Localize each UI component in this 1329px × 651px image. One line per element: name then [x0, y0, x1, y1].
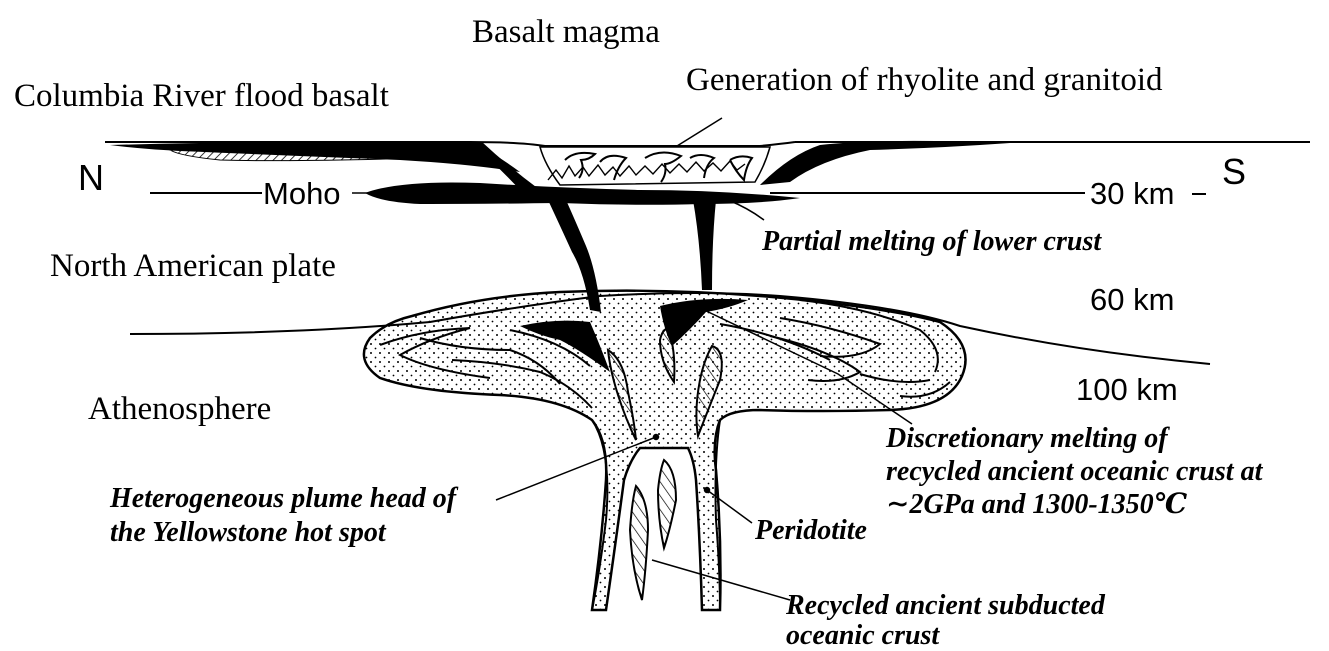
basalt-magma-label: Basalt magma [472, 16, 660, 49]
plume-head-line1: Heterogeneous plume head of [110, 485, 456, 513]
depth-60-label: 60 km [1090, 284, 1174, 315]
surface-line-mid [470, 142, 795, 146]
rhyolite-label: Generation of rhyolite and granitoid [686, 64, 1163, 97]
south-label: S [1222, 154, 1246, 190]
moho-label: Moho [263, 178, 341, 209]
partial-melting-label: Partial melting of lower crust [762, 228, 1101, 256]
granitoid-texture [548, 161, 745, 180]
north-label: N [78, 160, 104, 196]
peridotite-label: Peridotite [755, 517, 867, 545]
discretionary-melting-line1: Discretionary melting of [886, 425, 1168, 453]
discretionary-melting-line2: recycled ancient oceanic crust at [886, 458, 1262, 486]
columbia-river-label: Columbia River flood basalt [14, 80, 389, 113]
north-american-plate-label: North American plate [50, 250, 336, 283]
underplating-lens [365, 182, 800, 204]
recycled-crust-line1: Recycled ancient subducted [786, 592, 1105, 620]
depth-100-label: 100 km [1076, 374, 1178, 405]
basalt-flow-right [760, 141, 1010, 185]
depth-30-label: 30 km [1090, 178, 1174, 209]
athenosphere-label: Athenosphere [88, 393, 271, 426]
conduit-right [693, 200, 716, 290]
recycled-crust-line2: oceanic crust [786, 622, 939, 650]
discretionary-melting-line3: ∼2GPa and 1300-1350℃ [886, 491, 1187, 519]
plume-head-line2: the Yellowstone hot spot [110, 519, 386, 547]
